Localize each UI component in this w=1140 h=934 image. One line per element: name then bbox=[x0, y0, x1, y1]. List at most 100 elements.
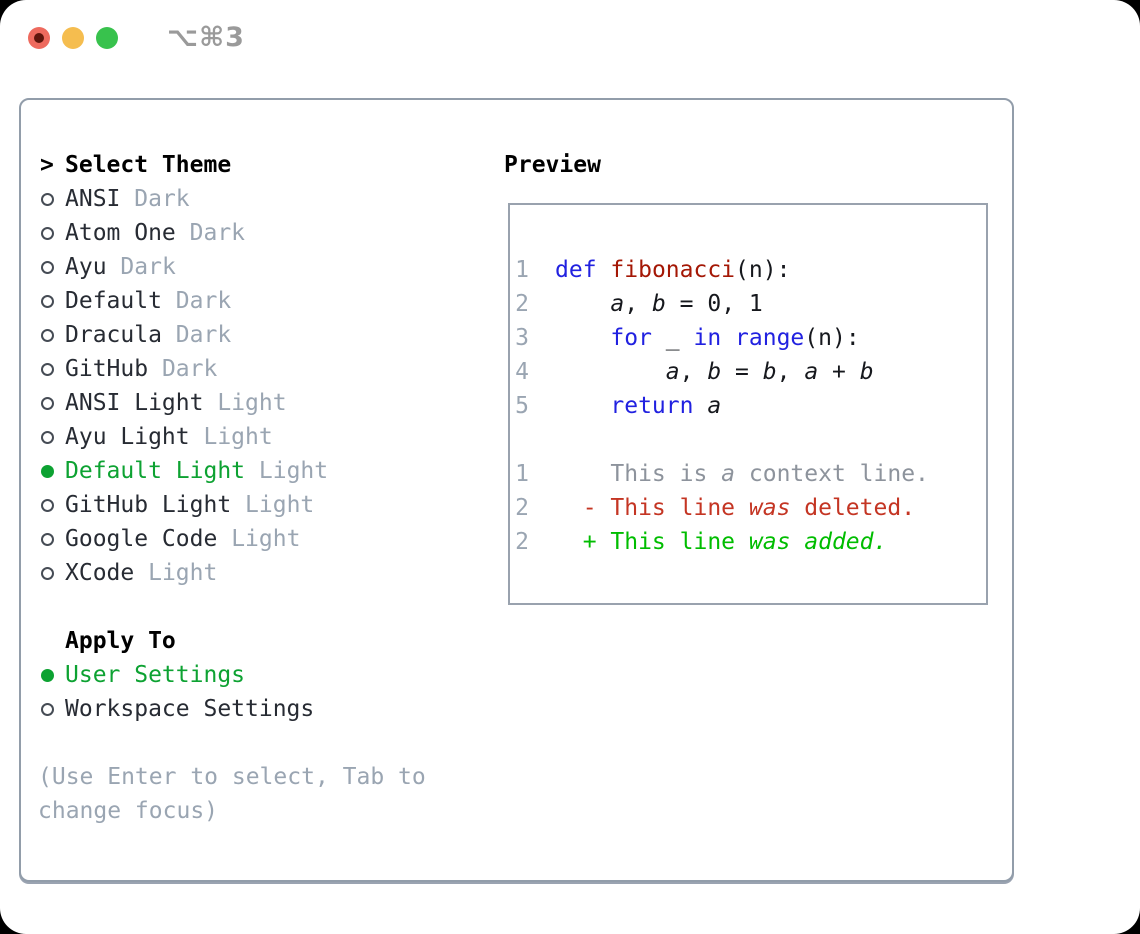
radio-icon bbox=[41, 294, 54, 308]
preview-title: Preview bbox=[504, 152, 601, 178]
line-number: 2 bbox=[515, 495, 529, 521]
theme-option-label: XCode bbox=[65, 560, 135, 586]
theme-option-ayu-light[interactable]: Ayu Light Light bbox=[40, 420, 426, 454]
apply-option-workspace-settings[interactable]: Workspace Settings bbox=[40, 692, 426, 726]
theme-option-ayu[interactable]: Ayu Dark bbox=[40, 250, 426, 284]
code-text: This is a context line. bbox=[555, 461, 929, 487]
radio-selected-icon bbox=[41, 464, 54, 478]
theme-list-header: > Select Theme bbox=[40, 148, 426, 182]
radio-icon bbox=[41, 260, 54, 274]
theme-option-label: Dracula bbox=[65, 322, 162, 348]
section-gap bbox=[40, 726, 426, 760]
theme-option-ansi-light[interactable]: ANSI Light Light bbox=[40, 386, 426, 420]
theme-variant-label: Light bbox=[203, 424, 273, 450]
theme-option-label: Atom One bbox=[65, 220, 176, 246]
line-number: 1 bbox=[515, 257, 529, 283]
code-text: for _ in range(n): bbox=[610, 325, 860, 351]
apply-option-user-settings[interactable]: User Settings bbox=[40, 658, 426, 692]
theme-option-google-code[interactable]: Google Code Light bbox=[40, 522, 426, 556]
theme-option-xcode[interactable]: XCode Light bbox=[40, 556, 426, 590]
section-gap bbox=[40, 590, 426, 624]
theme-option-label: ANSI Light bbox=[65, 390, 204, 416]
code-line: 3 for _ in range(n): bbox=[515, 321, 929, 355]
apply-option-label: User Settings bbox=[65, 662, 246, 688]
theme-variant-label: Light bbox=[217, 390, 287, 416]
window-shortcut-label: ⌥⌘3 bbox=[167, 22, 245, 53]
radio-icon bbox=[41, 226, 54, 240]
theme-option-github-light[interactable]: GitHub Light Light bbox=[40, 488, 426, 522]
theme-list-title: Select Theme bbox=[65, 152, 232, 178]
code-line: 2 - This line was deleted. bbox=[515, 491, 929, 525]
theme-option-label: Ayu Light bbox=[65, 424, 190, 450]
code-line bbox=[515, 423, 929, 457]
radio-icon bbox=[41, 396, 54, 410]
theme-option-default[interactable]: Default Dark bbox=[40, 284, 426, 318]
radio-icon bbox=[41, 430, 54, 444]
radio-icon bbox=[41, 328, 54, 342]
theme-variant-label: Dark bbox=[120, 254, 176, 280]
line-number: 2 bbox=[515, 529, 529, 555]
theme-variant-label: Dark bbox=[175, 322, 232, 348]
minimize-button[interactable] bbox=[62, 27, 84, 49]
radio-icon bbox=[41, 566, 54, 580]
theme-option-label: Ayu bbox=[65, 254, 107, 280]
code-line: 4 a, b = b, a + b bbox=[515, 355, 929, 389]
theme-variant-label: Light bbox=[245, 492, 315, 518]
theme-option-dracula[interactable]: Dracula Dark bbox=[40, 318, 426, 352]
code-text: a, b = 0, 1 bbox=[610, 291, 763, 317]
theme-variant-label: Dark bbox=[175, 288, 232, 314]
code-text: + This line was added. bbox=[555, 529, 888, 555]
theme-option-label: Default bbox=[65, 288, 162, 314]
line-number: 1 bbox=[515, 461, 529, 487]
zoom-button[interactable] bbox=[96, 27, 118, 49]
apply-to-header: Apply To bbox=[40, 624, 426, 658]
theme-variant-label: Light bbox=[231, 526, 301, 552]
code-line: 1 This is a context line. bbox=[515, 457, 929, 491]
theme-option-atom-one[interactable]: Atom One Dark bbox=[40, 216, 426, 250]
code-text: def fibonacci(n): bbox=[555, 257, 791, 283]
radio-icon bbox=[41, 362, 54, 376]
theme-option-label: Google Code bbox=[65, 526, 218, 552]
radio-icon bbox=[41, 532, 54, 546]
radio-icon bbox=[41, 192, 54, 206]
code-line: 1 def fibonacci(n): bbox=[515, 253, 929, 287]
theme-option-default-light[interactable]: Default Light Light bbox=[40, 454, 426, 488]
close-button[interactable] bbox=[28, 27, 50, 49]
line-number: 3 bbox=[515, 325, 529, 351]
apply-option-label: Workspace Settings bbox=[65, 696, 315, 722]
code-line: 5 return a bbox=[515, 389, 929, 423]
theme-variant-label: Dark bbox=[134, 186, 190, 212]
code-line: 2 a, b = 0, 1 bbox=[515, 287, 929, 321]
line-number: 5 bbox=[515, 393, 529, 419]
theme-variant-label: Light bbox=[258, 458, 329, 484]
theme-option-github[interactable]: GitHub Dark bbox=[40, 352, 426, 386]
usage-hint: (Use Enter to select, Tab to change focus… bbox=[38, 760, 426, 828]
theme-option-label: ANSI bbox=[65, 186, 121, 212]
radio-icon bbox=[41, 702, 54, 716]
radio-selected-icon bbox=[41, 668, 54, 682]
usage-hint-line: (Use Enter to select, Tab to bbox=[38, 764, 426, 790]
theme-variant-label: Light bbox=[148, 560, 218, 586]
radio-icon bbox=[41, 498, 54, 512]
usage-hint-line: change focus) bbox=[38, 798, 219, 824]
theme-option-label: Default Light bbox=[65, 458, 246, 484]
theme-option-label: GitHub bbox=[65, 356, 149, 382]
theme-option-label: GitHub Light bbox=[65, 492, 232, 518]
theme-variant-label: Dark bbox=[189, 220, 246, 246]
code-text: a, b = b, a + b bbox=[665, 359, 874, 385]
theme-variant-label: Dark bbox=[161, 356, 218, 382]
code-text: return a bbox=[610, 393, 722, 419]
line-number: 2 bbox=[515, 291, 529, 317]
code-line: 2 + This line was added. bbox=[515, 525, 929, 559]
line-number: 4 bbox=[515, 359, 529, 385]
code-text: - This line was deleted. bbox=[555, 495, 916, 521]
apply-to-title: Apply To bbox=[65, 628, 176, 654]
theme-option-ansi[interactable]: ANSI Dark bbox=[40, 182, 426, 216]
